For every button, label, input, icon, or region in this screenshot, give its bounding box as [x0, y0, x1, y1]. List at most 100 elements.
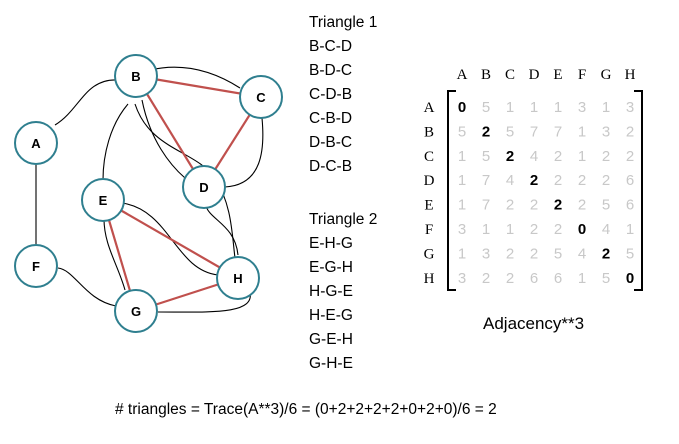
matrix-diagonal-cell: 2 — [554, 197, 562, 214]
triangle-1-list: Triangle 1 B-C-D B-D-C C-D-B C-B-D D-B-C… — [309, 11, 377, 179]
edge-g-h — [157, 291, 251, 313]
matrix-diagonal-cell: 2 — [530, 172, 538, 189]
matrix-cell: 2 — [506, 270, 514, 287]
triangle-2-title: Triangle 2 — [309, 211, 378, 228]
node-label-c: C — [256, 90, 266, 105]
matrix-cell: 1 — [578, 270, 586, 287]
matrix-cell: 1 — [530, 99, 538, 116]
matrix-cell: 3 — [482, 245, 490, 262]
matrix-cell: 2 — [602, 172, 610, 189]
matrix-row-header: H — [424, 271, 435, 287]
matrix-cell: 5 — [506, 123, 514, 140]
edge-f-g — [57, 267, 117, 307]
matrix-cell: 2 — [506, 197, 514, 214]
node-label-e: E — [99, 193, 108, 208]
matrix-cell: 2 — [602, 148, 610, 165]
matrix-cell: 1 — [458, 245, 466, 262]
edge-b-c — [149, 66, 241, 89]
matrix-cell: 5 — [482, 99, 490, 116]
matrix-cell: 7 — [554, 123, 562, 140]
matrix-cell: 6 — [530, 270, 538, 287]
matrix-row-header: F — [425, 222, 433, 238]
triangle-2-list: Triangle 2 E-H-G E-G-H H-G-E H-E-G G-E-H… — [309, 208, 377, 376]
matrix-col-header: B — [481, 67, 491, 83]
matrix-col-header: G — [601, 67, 612, 83]
edge-b-d-curve — [141, 99, 186, 179]
matrix-cell: 4 — [602, 221, 610, 238]
matrix-cell: 2 — [530, 221, 538, 238]
triangle-2-perm: H-E-G — [309, 307, 353, 324]
matrix-cell: 5 — [554, 245, 562, 262]
matrix-col-header: A — [457, 67, 468, 83]
edge-c-d — [224, 117, 264, 188]
matrix-cell: 6 — [626, 172, 634, 189]
matrix-diagonal-cell: 0 — [578, 221, 586, 238]
edge-a-b — [54, 79, 119, 126]
triangle-2-perm: G-E-H — [309, 331, 353, 348]
matrix-cell: 5 — [602, 197, 610, 214]
node-label-a: A — [31, 136, 41, 151]
matrix-caption: Adjacency**3 — [483, 314, 585, 333]
triangle-1-perm: D-B-C — [309, 134, 353, 151]
matrix-col-header: E — [553, 67, 562, 83]
edge-b-e — [102, 103, 129, 181]
matrix-diagonal-cell: 2 — [482, 123, 490, 140]
matrix-cell: 3 — [626, 99, 634, 116]
triangle-2-perm: G-H-E — [309, 355, 353, 372]
node-g: G — [114, 289, 158, 333]
tri-edge-e-h — [102, 199, 239, 279]
matrix-cell: 2 — [482, 270, 490, 287]
triangle-2-perm: E-H-G — [309, 235, 353, 252]
matrix-cell: 1 — [554, 99, 562, 116]
matrix-cell: 3 — [458, 221, 466, 238]
node-label-g: G — [131, 304, 141, 319]
matrix-cell: 5 — [482, 148, 490, 165]
node-label-h: H — [233, 271, 242, 286]
matrix-cell: 2 — [578, 197, 586, 214]
matrix-cell: 2 — [530, 197, 538, 214]
edge-e-g — [103, 218, 126, 291]
matrix-cell: 1 — [578, 123, 586, 140]
matrix-right-bracket — [634, 90, 643, 291]
matrix-cell: 1 — [578, 148, 586, 165]
node-f: F — [14, 244, 58, 288]
matrix-cell: 2 — [554, 148, 562, 165]
node-label-d: D — [199, 180, 208, 195]
triangle-1-perm: B-C-D — [309, 38, 353, 55]
triangle-2-perm: H-G-E — [309, 283, 353, 300]
matrix-cell: 1 — [602, 99, 610, 116]
triangle-1-perm: C-D-B — [309, 86, 353, 103]
matrix-cell: 7 — [482, 197, 490, 214]
matrix-cell: 1 — [506, 221, 514, 238]
matrix-cell: 7 — [530, 123, 538, 140]
matrix-cell: 5 — [458, 123, 466, 140]
triangle-1-perm: B-D-C — [309, 62, 353, 79]
matrix-diagonal-cell: 2 — [602, 245, 610, 262]
matrix-cell: 2 — [626, 123, 634, 140]
matrix-cell: 1 — [458, 172, 466, 189]
matrix-row-header: D — [424, 173, 435, 189]
matrix-cell: 1 — [482, 221, 490, 238]
node-label-f: F — [32, 259, 40, 274]
matrix-cell: 2 — [530, 245, 538, 262]
edge-d-h — [205, 205, 239, 256]
matrix-cell: 4 — [578, 245, 586, 262]
node-a: A — [14, 121, 58, 165]
matrix-cell: 3 — [458, 270, 466, 287]
node-h: H — [216, 256, 260, 300]
matrix-row-header: B — [424, 124, 434, 140]
matrix-row-header: A — [424, 100, 435, 116]
matrix-cell: 3 — [602, 123, 610, 140]
node-e: E — [81, 178, 125, 222]
matrix-cell: 2 — [554, 172, 562, 189]
matrix-diagonal-cell: 2 — [506, 148, 514, 165]
matrix-cell: 1 — [458, 197, 466, 214]
matrix-cell: 3 — [578, 99, 586, 116]
node-label-b: B — [131, 69, 140, 84]
node-c: C — [239, 75, 283, 119]
matrix-col-header: C — [505, 67, 515, 83]
matrix-cell: 1 — [626, 221, 634, 238]
